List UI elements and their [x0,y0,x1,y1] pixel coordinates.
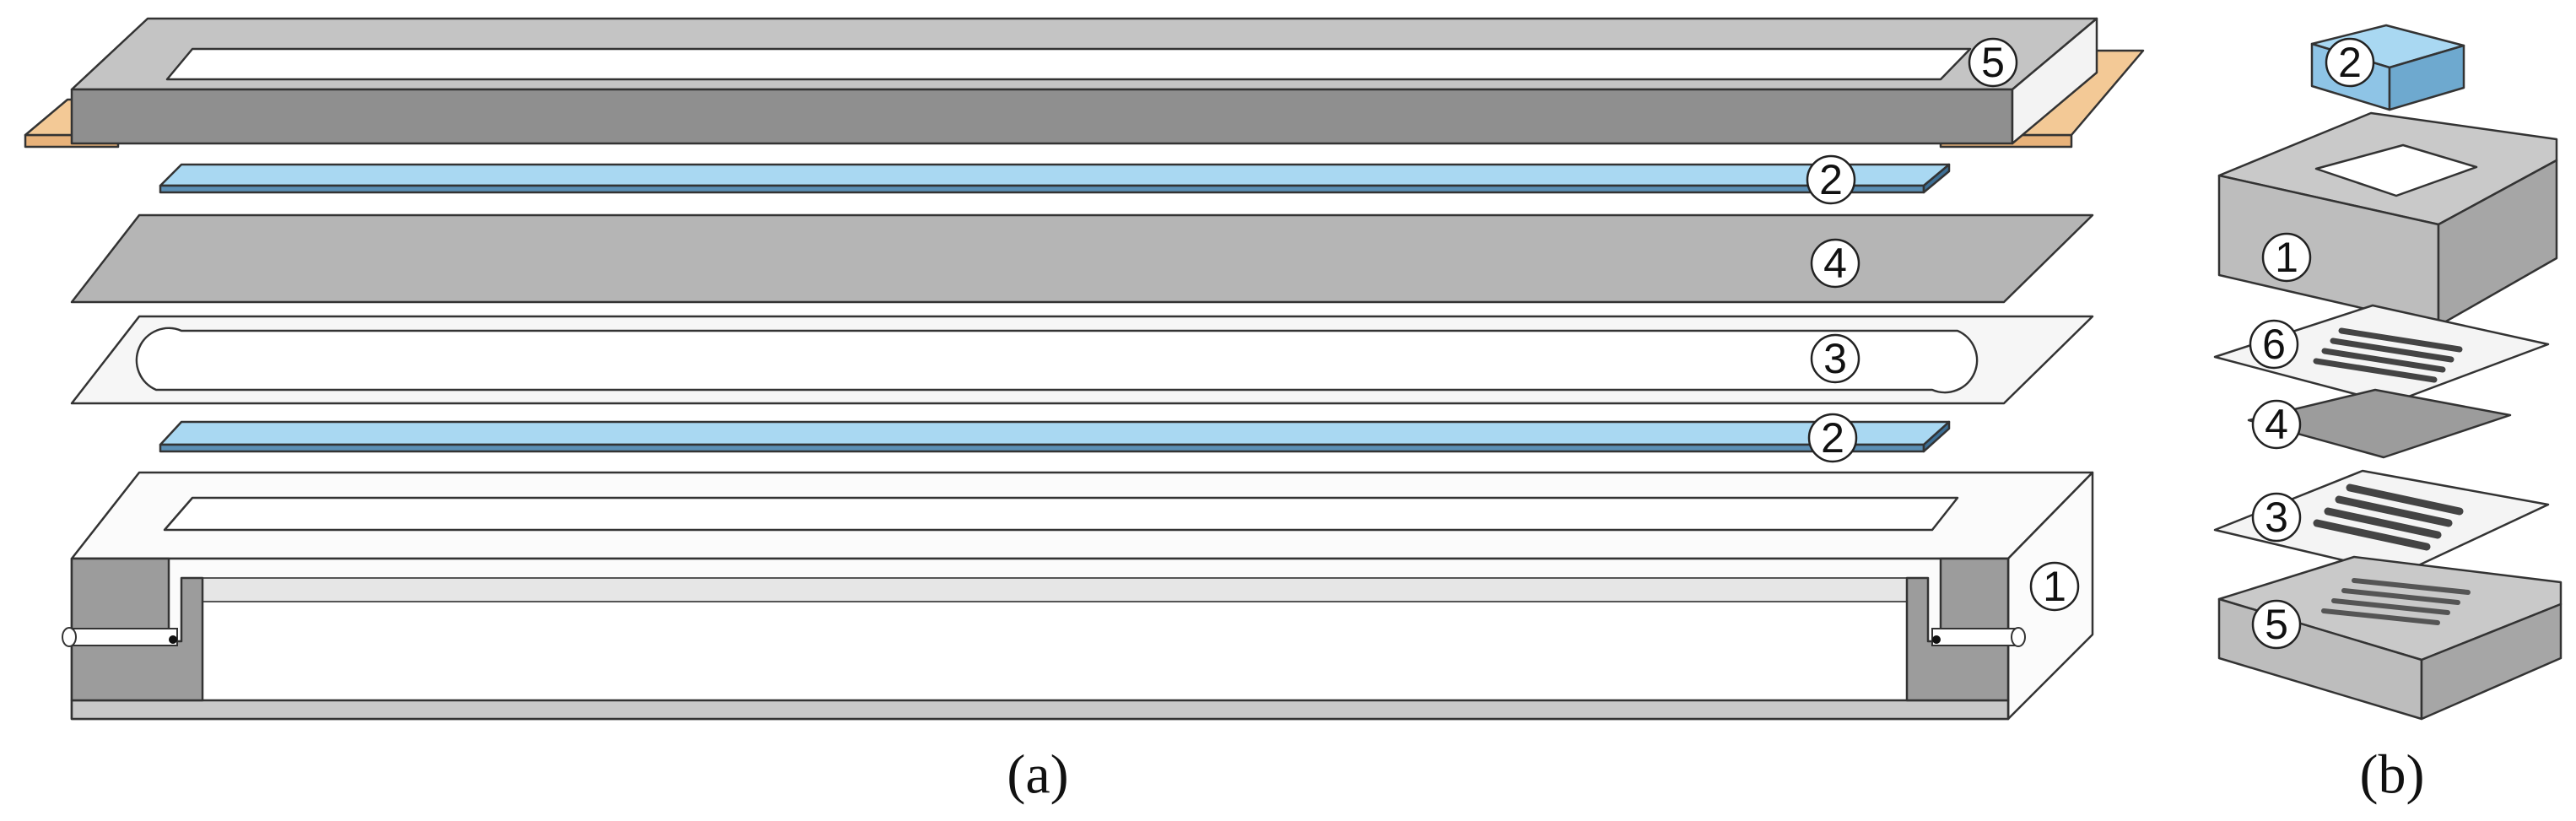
inner-cavity [202,601,1908,702]
label-circle [2251,599,2302,650]
layer-4-gray-sheet: 4 [70,213,2094,304]
left-inlet-channel [67,628,178,646]
base-side-face [2420,602,2562,721]
left-junction-dot [169,635,177,644]
membrane-top-face [159,420,1951,446]
layer-3-slot-sheet: 3 [70,315,2094,405]
sheet6-slits [2313,327,2463,383]
frame5-window [165,47,1972,81]
label-a-3: 3 [1823,335,1847,382]
layer-2-membrane-upper: 2 [159,154,1951,205]
b-layer-1-housing: 1 [2217,111,2558,327]
caption-b: (b) [2360,744,2425,806]
label-circle [1968,37,2018,88]
label-a-5: 5 [1981,39,2005,86]
label-b-1: 1 [2275,234,2298,281]
label-b-2: 2 [2338,39,2362,86]
sheet3-channels [2313,483,2464,551]
right-outlet-port [2011,627,2026,647]
label-circle [1807,413,1858,463]
b-layer-2-cap: 2 [2310,24,2465,111]
sheet4-b-face [2247,388,2512,459]
label-circle [2029,561,2080,612]
housing-window [2314,143,2478,197]
sheet6-face [2213,304,2550,405]
b-layer-5-base: 5 [2217,555,2562,721]
membrane-edge [159,184,1925,194]
label-circle [2251,492,2302,543]
frame5-front-face [70,88,2014,145]
label-circle [2249,319,2299,370]
label-circle [2251,399,2302,450]
caption-a: (a) [1007,744,1068,806]
layer-1-base-body: 1 [62,471,2094,721]
label-a-1: 1 [2043,563,2066,610]
sheet3-slot [135,327,1979,394]
panel-a: 5 2 4 3 2 [24,17,2145,806]
base-strip [70,699,2010,721]
label-circle [1810,333,1860,384]
base-grooves [2321,578,2471,625]
label-circle [1810,238,1860,289]
label-b-5: 5 [2265,601,2288,648]
body-top-window [163,496,1959,532]
layer-5-top-frame: 5 [24,17,2145,149]
left-inlet-port [62,627,77,647]
right-outlet-channel [1931,628,2017,646]
label-circle [2261,232,2312,283]
label-a-2-upper: 2 [1819,156,1843,203]
b-layer-3-channel-sheet: 3 [2213,469,2550,575]
membrane-side [1922,420,1951,453]
label-a-4: 4 [1823,240,1847,287]
label-circle [2325,37,2375,88]
cap-side-face [2388,44,2465,111]
label-a-2-lower: 2 [1821,414,1844,462]
label-b-4: 4 [2265,401,2288,448]
inner-cavity-top [202,577,1908,602]
b-layer-6-slit-sheet: 6 [2213,304,2550,405]
layer-2-membrane-lower: 2 [159,413,1951,463]
b-layer-4-gray-sheet: 4 [2247,388,2512,459]
right-junction-dot [1932,635,1941,644]
frame5-side-face [2011,17,2098,145]
label-circle [1806,154,1856,205]
housing-side-face [2437,159,2558,327]
panel-b: 2 1 6 4 [2213,24,2562,806]
membrane-side [1922,163,1951,194]
label-b-3: 3 [2265,494,2288,541]
sheet4-face [70,213,2094,304]
label-b-6: 6 [2262,321,2286,368]
membrane-edge [159,443,1925,453]
membrane-top-face [159,163,1951,187]
